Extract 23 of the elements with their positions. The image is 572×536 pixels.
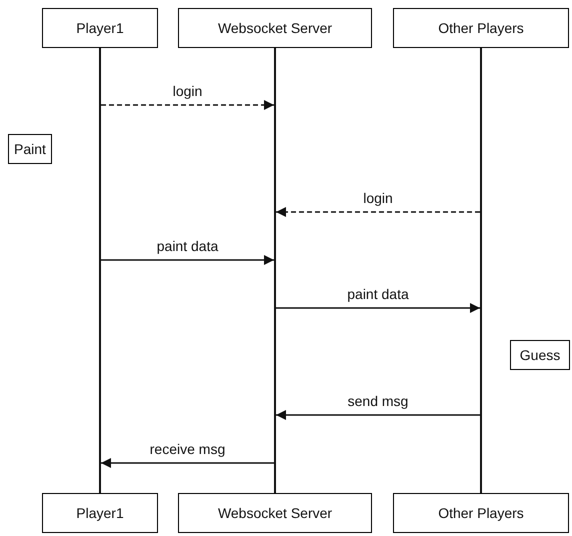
message-arrow (276, 303, 480, 313)
participant-box: Player1 (42, 8, 158, 48)
edge-label: send msg (346, 393, 410, 409)
lifeline (274, 48, 276, 493)
edge-label: paint data (345, 286, 411, 302)
edge-label: login (361, 190, 395, 206)
lifeline (99, 48, 101, 493)
participant-box: Websocket Server (178, 493, 372, 533)
message-arrow (101, 100, 274, 110)
participant-box: Websocket Server (178, 8, 372, 48)
participant-box: Other Players (393, 8, 569, 48)
participant-box: Other Players (393, 493, 569, 533)
edge-label: paint data (154, 238, 220, 254)
edge-label: login (170, 83, 204, 99)
message-arrow (276, 207, 480, 217)
message-arrow (276, 410, 480, 420)
message-arrow (101, 458, 274, 468)
note-box: Guess (510, 340, 570, 370)
note-box: Paint (8, 134, 52, 164)
message-arrow (101, 255, 274, 265)
edge-label: receive msg (148, 441, 228, 457)
lifeline (480, 48, 482, 493)
participant-box: Player1 (42, 493, 158, 533)
